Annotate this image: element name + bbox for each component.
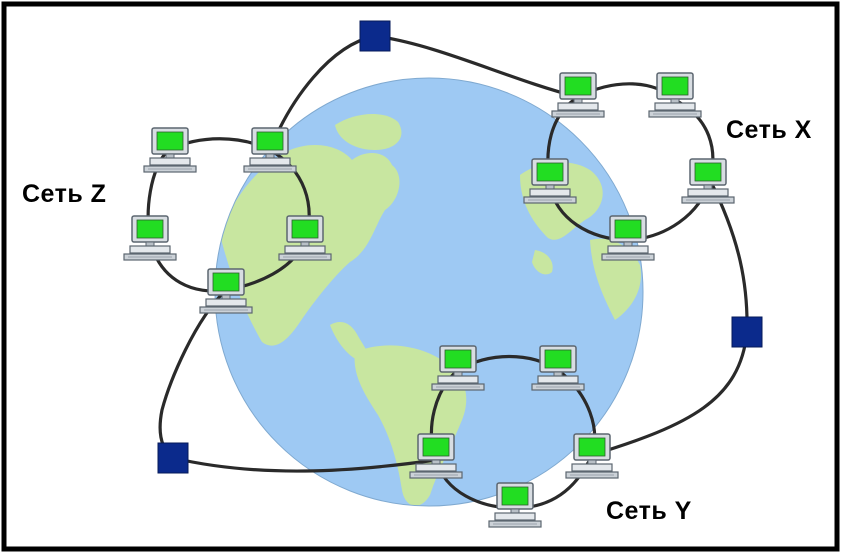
- computer-icon: [431, 345, 485, 391]
- computer-icon: [409, 433, 463, 479]
- computer-icon: [243, 127, 297, 173]
- router-icon: [359, 20, 391, 52]
- computer-icon: [551, 72, 605, 118]
- computer-icon: [123, 215, 177, 261]
- computer-icon: [199, 268, 253, 314]
- computer-icon: [523, 158, 577, 204]
- computer-icon: [143, 127, 197, 173]
- computer-icon: [278, 215, 332, 261]
- router-icon: [157, 442, 189, 474]
- computer-icon: [601, 215, 655, 261]
- network-y-label: Сеть Y: [606, 497, 692, 525]
- computer-icon: [681, 158, 735, 204]
- computer-icon: [488, 482, 542, 528]
- network-z-label: Сеть Z: [22, 180, 107, 208]
- computer-icon: [648, 72, 702, 118]
- router-icon: [731, 316, 763, 348]
- computer-icon: [531, 345, 585, 391]
- computer-icon: [565, 433, 619, 479]
- network-x-label: Сеть X: [726, 116, 812, 144]
